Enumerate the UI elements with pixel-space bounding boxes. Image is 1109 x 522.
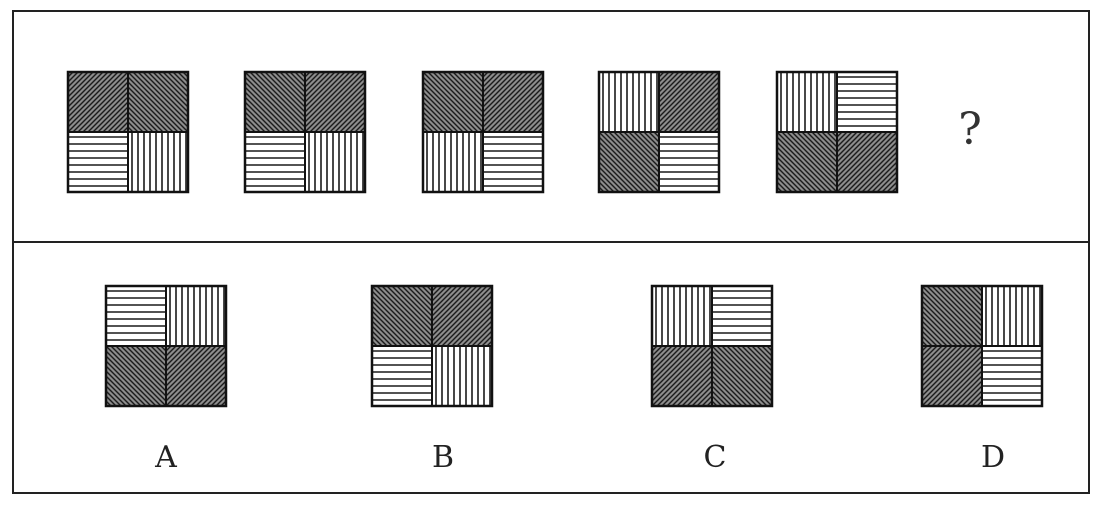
option-tile-d[interactable] <box>920 284 1044 408</box>
option-label-a: A <box>155 440 177 475</box>
cell-bottom-right-diagonal-hatch-pattern <box>712 346 772 406</box>
cell-top-right-horizontal-lines-pattern <box>712 286 772 346</box>
option-label-c: C <box>703 440 727 475</box>
cell-bottom-left-diagonal-hatch-pattern <box>777 132 837 192</box>
sequence-tile-4 <box>597 70 721 194</box>
cell-top-right-diagonal-hatch-pattern <box>432 286 492 346</box>
cell-top-right-diagonal-hatch-pattern <box>483 72 543 132</box>
cell-bottom-left-diagonal-hatch-pattern <box>922 346 982 406</box>
cell-top-left-diagonal-hatch-pattern <box>423 72 483 132</box>
cell-bottom-right-horizontal-lines-pattern <box>483 132 543 192</box>
cell-bottom-left-horizontal-lines-pattern <box>245 132 305 192</box>
puzzle-frame <box>12 10 1090 494</box>
cell-bottom-left-horizontal-lines-pattern <box>372 346 432 406</box>
option-tile-b[interactable] <box>370 284 494 408</box>
option-label-d: D <box>980 440 1006 475</box>
cell-top-left-vertical-lines-pattern <box>652 286 712 346</box>
cell-bottom-left-diagonal-hatch-pattern <box>599 132 659 192</box>
cell-top-left-diagonal-hatch-pattern <box>245 72 305 132</box>
question-mark: ? <box>958 104 982 155</box>
sequence-tile-1 <box>66 70 190 194</box>
cell-top-right-diagonal-hatch-pattern <box>305 72 365 132</box>
sequence-tile-3 <box>421 70 545 194</box>
option-label-b: B <box>431 440 455 475</box>
cell-top-right-diagonal-hatch-pattern <box>659 72 719 132</box>
cell-bottom-right-vertical-lines-pattern <box>432 346 492 406</box>
cell-top-left-diagonal-hatch-pattern <box>922 286 982 346</box>
cell-top-right-vertical-lines-pattern <box>166 286 226 346</box>
option-tile-a[interactable] <box>104 284 228 408</box>
cell-bottom-right-diagonal-hatch-pattern <box>166 346 226 406</box>
cell-bottom-right-vertical-lines-pattern <box>305 132 365 192</box>
cell-top-left-vertical-lines-pattern <box>777 72 837 132</box>
cell-top-left-diagonal-hatch-pattern <box>372 286 432 346</box>
cell-bottom-right-diagonal-hatch-pattern <box>837 132 897 192</box>
cell-bottom-left-diagonal-hatch-pattern <box>106 346 166 406</box>
option-tile-c[interactable] <box>650 284 774 408</box>
cell-top-right-vertical-lines-pattern <box>982 286 1042 346</box>
sequence-tile-2 <box>243 70 367 194</box>
cell-bottom-right-horizontal-lines-pattern <box>982 346 1042 406</box>
cell-top-left-diagonal-hatch-pattern <box>68 72 128 132</box>
cell-bottom-left-vertical-lines-pattern <box>423 132 483 192</box>
cell-top-right-diagonal-hatch-pattern <box>128 72 188 132</box>
cell-top-left-vertical-lines-pattern <box>599 72 659 132</box>
cell-bottom-left-horizontal-lines-pattern <box>68 132 128 192</box>
cell-top-left-horizontal-lines-pattern <box>106 286 166 346</box>
section-divider <box>12 241 1090 243</box>
cell-bottom-left-diagonal-hatch-pattern <box>652 346 712 406</box>
cell-top-right-horizontal-lines-pattern <box>837 72 897 132</box>
cell-bottom-right-horizontal-lines-pattern <box>659 132 719 192</box>
sequence-tile-5 <box>775 70 899 194</box>
cell-bottom-right-vertical-lines-pattern <box>128 132 188 192</box>
